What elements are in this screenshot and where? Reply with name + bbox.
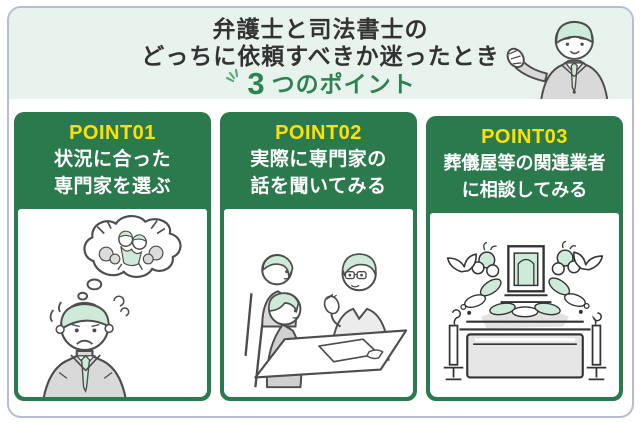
point-card-3-header: POINT03 葬儀屋等の関連業者 に相談してみる xyxy=(430,116,619,213)
point-card-2-header: POINT02 実際に専門家の 話を聞いてみる xyxy=(224,112,413,209)
sparkle-icon xyxy=(225,63,241,90)
point-badge: POINT03 xyxy=(481,126,568,148)
point-title-line-1: 状況に合った xyxy=(53,149,171,170)
point-badge: POINT01 xyxy=(69,122,156,144)
point-badge: POINT02 xyxy=(275,122,362,144)
title-line-2: どっちに依頼すべきか迷ったとき xyxy=(141,43,500,69)
consultation-meeting-icon xyxy=(243,253,407,389)
point-card-1-header: POINT01 状況に合った 専門家を選ぶ xyxy=(18,112,207,209)
point-card-2-illustration-area xyxy=(224,209,413,397)
worried-man-thought-bubble-icon xyxy=(42,215,182,397)
point-title-line-1: 葬儀屋等の関連業者 xyxy=(443,153,606,173)
points-label: つのポイント xyxy=(271,70,416,97)
point-card-1: POINT01 状況に合った 専門家を選ぶ xyxy=(14,112,211,401)
header: 弁護士と司法書士の どっちに依頼すべきか迷ったとき 3 つのポイント xyxy=(9,8,632,99)
page-title: 弁護士と司法書士の どっちに依頼すべきか迷ったとき 3 つのポイント xyxy=(9,16,632,99)
presenter-man-icon xyxy=(506,20,609,99)
point-card-3: POINT03 葬儀屋等の関連業者 に相談してみる xyxy=(426,116,623,401)
points-number: 3 xyxy=(247,66,266,99)
point-card-1-illustration-area xyxy=(18,209,207,397)
infographic-frame: 弁護士と司法書士の どっちに依頼すべきか迷ったとき 3 つのポイント xyxy=(7,6,634,418)
point-card-3-illustration-area xyxy=(430,213,619,397)
points-subtitle: 3 つのポイント xyxy=(9,66,632,99)
point-title-line-2: 専門家を選ぶ xyxy=(53,176,171,197)
points-row: POINT01 状況に合った 専門家を選ぶ xyxy=(14,112,623,401)
point-title-line-2: に相談してみる xyxy=(461,180,588,200)
point-title-line-1: 実際に専門家の xyxy=(250,149,387,170)
funeral-altar-icon xyxy=(443,240,606,381)
point-title-line-2: 話を聞いてみる xyxy=(250,176,387,197)
point-card-2: POINT02 実際に専門家の 話を聞いてみる xyxy=(220,112,417,401)
title-line-1: 弁護士と司法書士の xyxy=(212,16,429,42)
